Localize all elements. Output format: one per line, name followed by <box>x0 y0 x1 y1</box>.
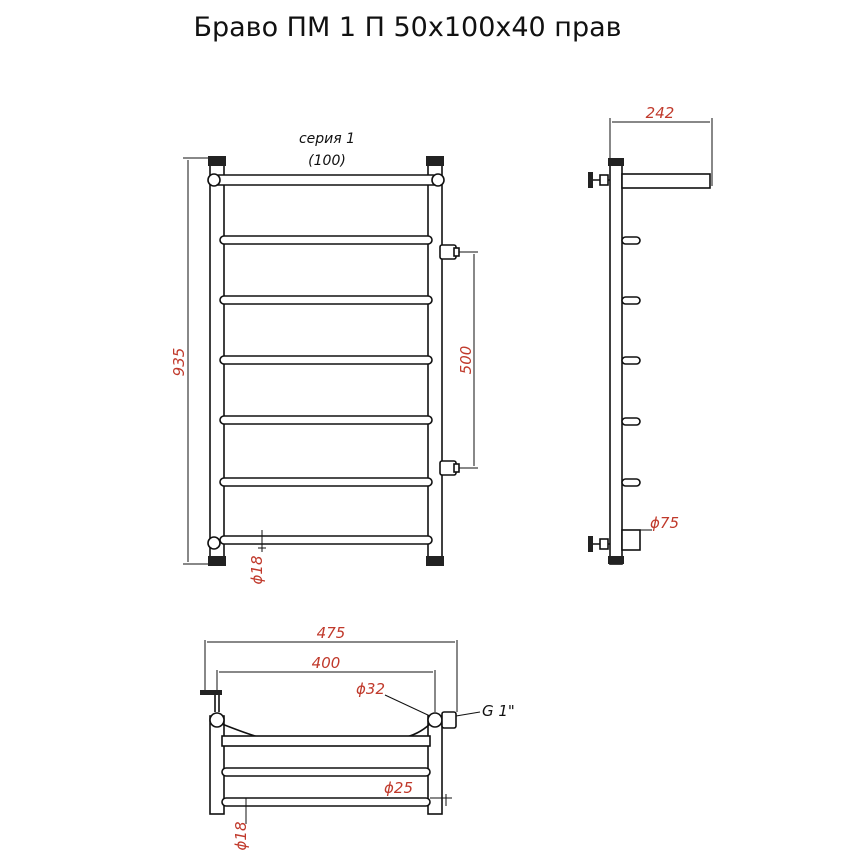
side-top-bar <box>621 173 711 189</box>
series-sub-label: (100) <box>308 153 346 169</box>
depth-dimension: 242 <box>646 104 675 122</box>
top-bar <box>213 174 439 186</box>
side-riser <box>609 159 623 565</box>
side-rung <box>621 417 641 426</box>
side-rung <box>621 236 641 245</box>
axis-width-dimension: 400 <box>312 654 341 672</box>
top-bar-mid <box>221 767 431 777</box>
rung <box>219 295 433 305</box>
side-rung <box>621 356 641 365</box>
rung <box>219 355 433 365</box>
flange-dimension: ϕ75 <box>650 514 679 532</box>
rung <box>219 415 433 425</box>
top-bar-back <box>221 797 431 807</box>
thread-label: G 1" <box>482 702 515 720</box>
rung <box>219 477 433 487</box>
bar-dimension: ϕ25 <box>384 779 413 797</box>
top-view <box>200 690 457 815</box>
top-connection-fitting <box>441 711 457 729</box>
rung <box>219 235 433 245</box>
tube-dimension-top: ϕ18 <box>232 822 250 851</box>
side-rung <box>621 478 641 487</box>
front-view <box>207 156 460 566</box>
top-right-riser <box>427 715 443 815</box>
side-rung <box>621 296 641 305</box>
side-view <box>588 158 711 565</box>
riser-dimension: ϕ32 <box>356 680 385 698</box>
series-label: серия 1 <box>299 131 355 147</box>
side-bottom-flange <box>621 529 641 551</box>
top-bar-front <box>221 735 431 747</box>
overall-width-dimension: 475 <box>317 624 346 642</box>
connection-dimension: 500 <box>457 346 475 375</box>
page-title: Браво ПМ 1 П 50х100х40 прав <box>193 12 622 43</box>
height-dimension: 935 <box>170 348 188 377</box>
rung <box>219 535 433 545</box>
top-left-riser <box>209 715 225 815</box>
tube-dimension-front: ϕ18 <box>248 556 266 585</box>
